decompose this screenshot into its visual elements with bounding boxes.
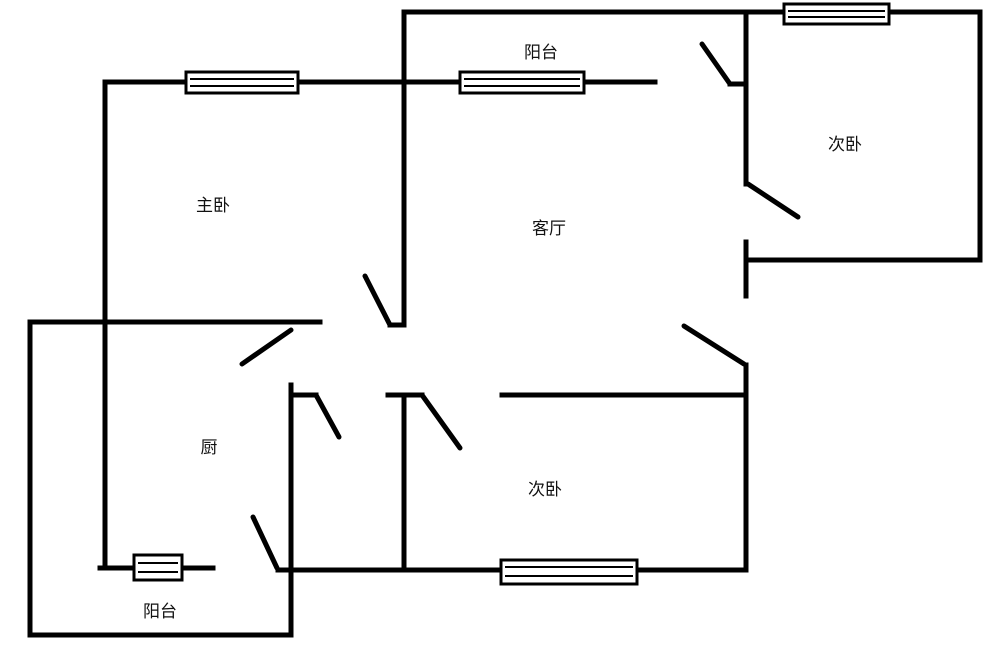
door-bedroom-bottom — [419, 392, 463, 451]
door-balcony-bottom — [250, 514, 280, 571]
label-bedroom-right: 次卧 — [828, 135, 862, 155]
window-living-top — [458, 70, 586, 95]
label-balcony-top: 阳台 — [524, 43, 558, 63]
window-master-top — [184, 70, 300, 95]
room-labels: 阳台 主卧 客厅 次卧 厨 次卧 阳台 — [143, 43, 862, 622]
door-master — [362, 273, 393, 328]
door-hall-left — [313, 392, 342, 440]
label-balcony-bottom: 阳台 — [143, 602, 177, 622]
door-living-bottom-right — [681, 323, 747, 367]
window-kitchen-bottom — [132, 553, 184, 582]
label-master-bedroom: 主卧 — [196, 196, 230, 216]
door-kitchen — [239, 327, 294, 367]
window-bedroom-bottom — [499, 558, 639, 586]
window-bedroom-right-top — [782, 2, 891, 26]
label-living-room: 客厅 — [532, 219, 566, 239]
door-balcony-top — [699, 41, 733, 87]
label-kitchen: 厨 — [201, 438, 218, 458]
walls — [27, 9, 983, 638]
label-bedroom-bottom: 次卧 — [528, 480, 562, 500]
doors — [239, 41, 801, 571]
windows — [132, 2, 891, 586]
door-bedroom-right — [745, 181, 801, 220]
